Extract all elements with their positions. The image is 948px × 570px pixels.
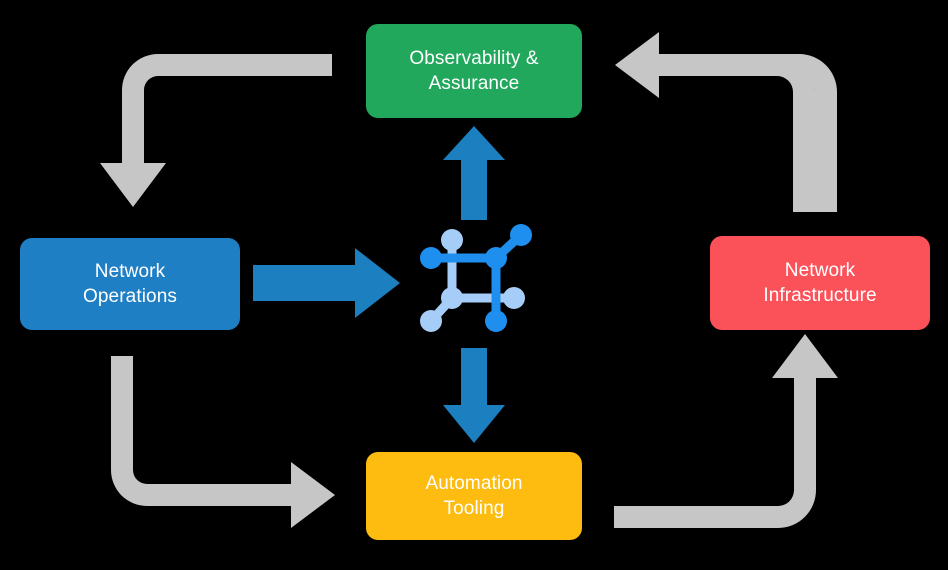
node-label-automation-tooling: Automation Tooling bbox=[425, 472, 523, 519]
mesh-nodes-light bbox=[420, 229, 525, 332]
blue-arrow-operations-to-center bbox=[253, 248, 400, 318]
gray-arrow-infrastructure-to-observability bbox=[615, 32, 837, 212]
blue-arrow-center-to-automation bbox=[443, 348, 505, 443]
network-mesh-icon bbox=[420, 224, 532, 332]
node-box-network-infrastructure[interactable]: Network Infrastructure bbox=[710, 236, 930, 330]
node-box-observability[interactable]: Observability & Assurance bbox=[366, 24, 582, 118]
node-box-automation-tooling[interactable]: Automation Tooling bbox=[366, 452, 582, 540]
gray-arrow-observability-to-operations bbox=[100, 54, 332, 207]
gray-arrow-operations-to-automation bbox=[111, 356, 335, 528]
blue-arrow-center-to-observability bbox=[443, 126, 505, 220]
gray-arrow-automation-to-infrastructure bbox=[614, 334, 838, 528]
mesh-nodes-dark bbox=[420, 224, 532, 332]
node-label-network-operations: Network Operations bbox=[83, 260, 177, 307]
node-box-network-operations[interactable]: Network Operations bbox=[20, 238, 240, 330]
node-label-network-infrastructure: Network Infrastructure bbox=[763, 259, 877, 306]
node-label-observability: Observability & Assurance bbox=[409, 47, 539, 94]
